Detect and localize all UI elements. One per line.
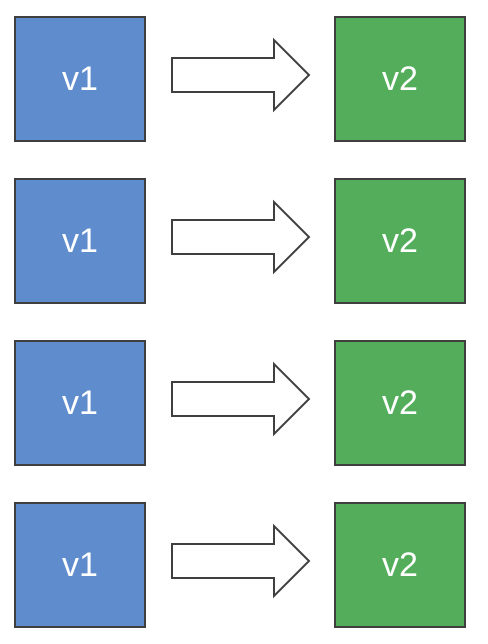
right-arrow-icon bbox=[171, 361, 311, 437]
v1-label: v1 bbox=[62, 60, 98, 98]
v1-label: v1 bbox=[62, 546, 98, 584]
v2-box: v2 bbox=[334, 502, 466, 628]
right-arrow-icon bbox=[171, 523, 311, 599]
v2-label: v2 bbox=[382, 384, 418, 422]
v2-label: v2 bbox=[382, 60, 418, 98]
v2-box: v2 bbox=[334, 16, 466, 142]
v2-label: v2 bbox=[382, 222, 418, 260]
v2-label: v2 bbox=[382, 546, 418, 584]
upgrade-row: v1 v2 bbox=[0, 16, 488, 144]
v2-box: v2 bbox=[334, 178, 466, 304]
v2-box: v2 bbox=[334, 340, 466, 466]
v1-label: v1 bbox=[62, 222, 98, 260]
v1-box: v1 bbox=[14, 178, 146, 304]
right-arrow-icon bbox=[171, 37, 311, 113]
upgrade-row: v1 v2 bbox=[0, 340, 488, 468]
v1-box: v1 bbox=[14, 16, 146, 142]
v1-box: v1 bbox=[14, 340, 146, 466]
upgrade-row: v1 v2 bbox=[0, 502, 488, 630]
v1-box: v1 bbox=[14, 502, 146, 628]
right-arrow-icon bbox=[171, 199, 311, 275]
v1-label: v1 bbox=[62, 384, 98, 422]
upgrade-row: v1 v2 bbox=[0, 178, 488, 306]
